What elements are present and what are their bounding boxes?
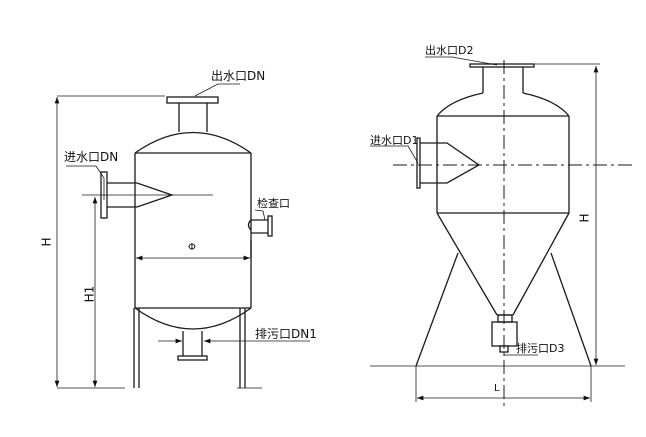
left-inlet-label: 进水口DN xyxy=(64,150,119,164)
inlet-height-label: H1 xyxy=(82,285,97,303)
left-vessel xyxy=(54,83,310,389)
inspection-port-label: 检查口 xyxy=(257,197,290,210)
right-height-label: H xyxy=(577,213,592,223)
width-label: L xyxy=(494,383,500,394)
diameter-label: Φ xyxy=(188,242,196,253)
right-inlet-label: 进水口D1 xyxy=(370,134,419,147)
right-outlet-label: 出水口D2 xyxy=(425,44,474,57)
left-outlet-label: 出水口DN xyxy=(211,69,266,83)
right-vessel xyxy=(370,56,636,406)
left-height-label: H xyxy=(39,237,54,247)
left-drain-label: 排污口DN1 xyxy=(255,327,317,341)
right-drain-label: 排污口D3 xyxy=(516,342,565,355)
